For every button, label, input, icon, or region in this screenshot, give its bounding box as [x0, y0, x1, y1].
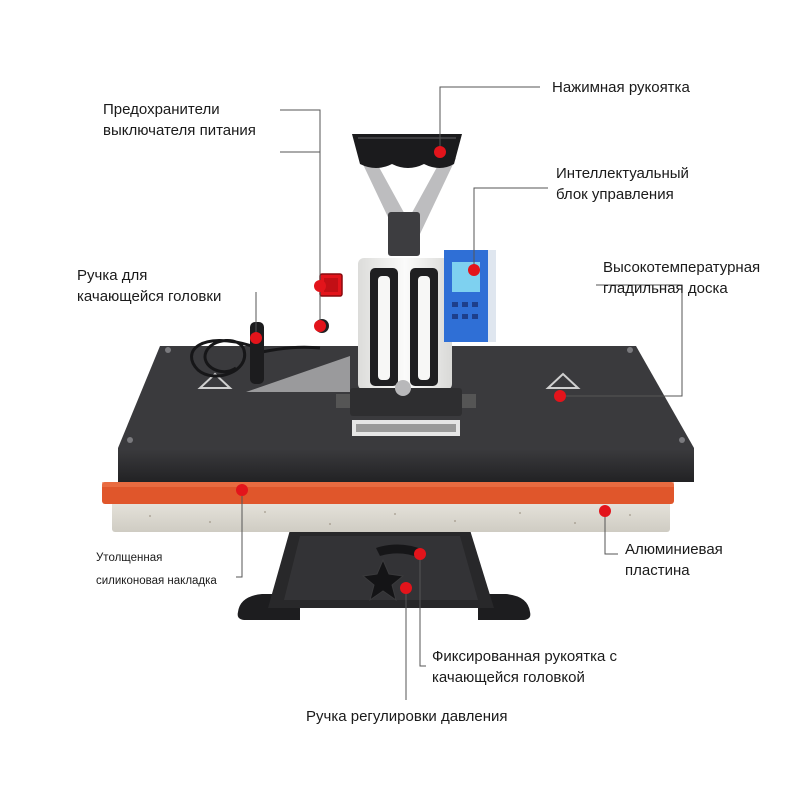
label-heat-platen: Высокотемпературная гладильная доска: [603, 259, 761, 297]
label-fuses: Предохранители выключателя питания: [103, 101, 256, 139]
leader-aluminum-plate: [604, 511, 618, 555]
label-silicone-pad: Утолщенная силиконовая накладка: [96, 552, 217, 587]
marker-swing-handle: [250, 332, 262, 344]
label-aluminum-plate: Алюминиевая пластина: [625, 541, 723, 579]
leader-fixed-handle: [419, 554, 426, 667]
leader-silicone-pad: [236, 490, 243, 578]
leader-press-handle: [439, 86, 540, 152]
leader-fuses: [280, 109, 321, 286]
label-fixed-handle: Фиксированная рукоятка с качающейся голо…: [432, 648, 618, 686]
heat-platen-front: [118, 448, 694, 482]
marker-fuses-knob: [314, 320, 326, 332]
marker-fixed-handle: [414, 548, 426, 560]
marker-fuses: [314, 280, 326, 292]
marker-pressure-knob: [400, 582, 412, 594]
power-cable: [190, 339, 253, 378]
marker-silicone-pad: [236, 484, 248, 496]
label-press-handle: Нажимная рукоятка: [552, 79, 690, 96]
pressure-knob-icon: [361, 558, 405, 602]
leader-control-unit: [473, 187, 548, 270]
aluminum-plate: [112, 500, 670, 532]
marker-heat-platen: [554, 390, 566, 402]
marker-aluminum-plate: [599, 505, 611, 517]
label-swing-handle: Ручка для качающейся головки: [77, 267, 222, 305]
label-pressure-knob: Ручка регулировки давления: [306, 708, 508, 725]
heat-press-machine: [102, 134, 694, 620]
markers: [236, 146, 611, 594]
marker-press-handle: [434, 146, 446, 158]
label-control-unit: Интеллектуальный блок управления: [556, 165, 689, 203]
marker-control-unit: [468, 264, 480, 276]
leader-lines: [236, 86, 683, 700]
leader-heat-platen: [560, 284, 683, 397]
press-handle-grip: [352, 134, 462, 168]
fixed-swing-handle: [376, 544, 424, 558]
swing-head-handle: [250, 322, 264, 384]
press-handle-arm: [360, 158, 456, 234]
aluminum-specks: [149, 511, 631, 525]
